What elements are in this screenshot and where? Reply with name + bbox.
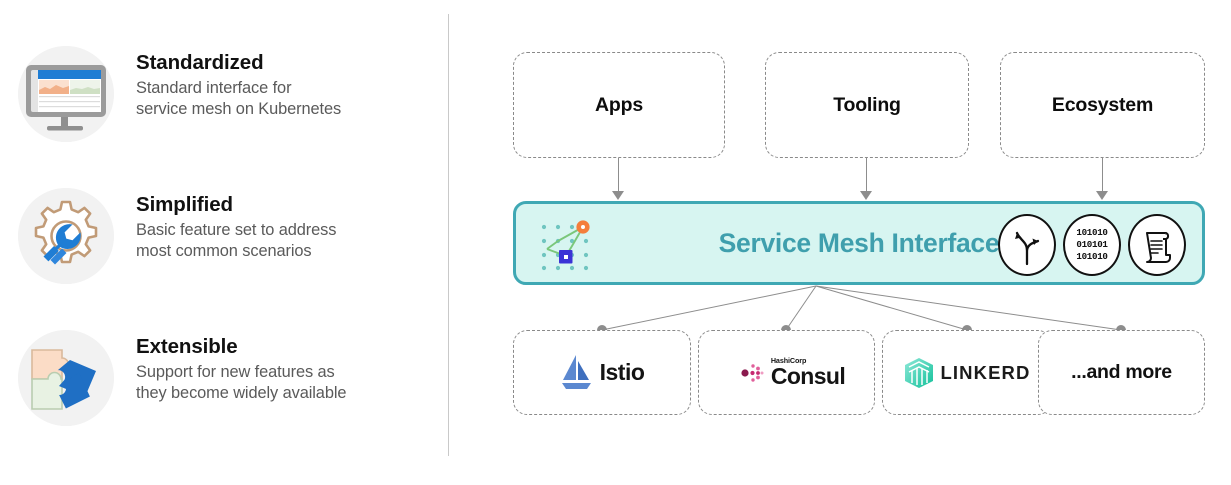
- arrow-apps-head: [612, 191, 624, 200]
- arrow-apps-to-bar: [618, 158, 620, 192]
- binary-lines: 101010 010101 101010: [1076, 227, 1108, 262]
- monitor-dashboard-icon: [18, 46, 114, 142]
- smi-capability-icons: 101010 010101 101010: [998, 214, 1186, 276]
- feature-description: Basic feature set to address most common…: [136, 220, 337, 261]
- box-apps[interactable]: Apps: [513, 52, 725, 158]
- box-ecosystem[interactable]: Ecosystem: [1000, 52, 1205, 158]
- arrow-tooling-head: [860, 191, 872, 200]
- feature-title: Extensible: [136, 335, 238, 358]
- feature-description: Standard interface for service mesh on K…: [136, 78, 342, 119]
- linkerd-logo-icon: [904, 357, 933, 388]
- binary-line-1: 101010: [1076, 227, 1108, 239]
- feature-title: Standardized: [136, 51, 264, 74]
- features-panel: Standardized Standard interface for serv…: [0, 0, 448, 485]
- consul-logo-group: HashiCorp Consul: [728, 355, 846, 391]
- feature-extensible-text: Extensible Support for new features as t…: [136, 330, 347, 405]
- consul-label: Consul: [770, 363, 846, 390]
- box-tooling[interactable]: Tooling: [765, 52, 969, 158]
- feature-standardized-text: Standardized Standard interface for serv…: [136, 46, 341, 121]
- binary-line-2: 010101: [1076, 239, 1108, 251]
- scroll-document-icon[interactable]: [1128, 214, 1186, 276]
- arrow-ecosystem-head: [1096, 191, 1108, 200]
- linkerd-logo-group: LINKERD: [904, 357, 1031, 389]
- feature-extensible: Extensible Support for new features as t…: [18, 330, 347, 426]
- gear-wrench-icon: [18, 188, 114, 284]
- consul-logo-icon: [730, 357, 764, 388]
- feature-standardized: Standardized Standard interface for serv…: [18, 46, 341, 142]
- box-linkerd[interactable]: LINKERD: [882, 330, 1052, 415]
- feature-description: Support for new features as they become …: [136, 362, 347, 403]
- traffic-split-icon[interactable]: [998, 214, 1056, 276]
- arrow-ecosystem-to-bar: [1102, 158, 1104, 192]
- puzzle-pieces-icon: [18, 330, 114, 426]
- box-istio[interactable]: Istio: [513, 330, 691, 415]
- istio-label: Istio: [599, 359, 645, 385]
- feature-simplified: Simplified Basic feature set to address …: [18, 188, 336, 284]
- box-tooling-label: Tooling: [833, 93, 901, 116]
- binary-data-icon[interactable]: 101010 010101 101010: [1063, 214, 1121, 276]
- vertical-divider: [448, 14, 449, 456]
- smi-architecture-diagram: Apps Tooling Ecosystem: [448, 0, 1231, 485]
- box-consul[interactable]: HashiCorp Consul: [698, 330, 875, 415]
- feature-simplified-text: Simplified Basic feature set to address …: [136, 188, 336, 263]
- consul-wordmark: HashiCorp Consul: [770, 355, 846, 390]
- service-mesh-interface-bar[interactable]: Service Mesh Interface 101010 010101 101…: [513, 201, 1205, 285]
- arrow-tooling-to-bar: [866, 158, 868, 192]
- and-more-label: ...and more: [1071, 361, 1172, 383]
- smi-logo-icon: [541, 220, 590, 271]
- consul-vendor-label: HashiCorp: [770, 355, 807, 365]
- binary-line-3: 101010: [1076, 250, 1108, 262]
- box-and-more[interactable]: ...and more: [1038, 330, 1205, 415]
- smi-bar-title: Service Mesh Interface: [718, 227, 1000, 258]
- box-apps-label: Apps: [595, 93, 643, 116]
- feature-title: Simplified: [136, 193, 233, 216]
- box-ecosystem-label: Ecosystem: [1051, 93, 1154, 116]
- linkerd-label: LINKERD: [940, 361, 1031, 383]
- istio-logo-group: Istio: [560, 353, 645, 393]
- istio-sail-icon: [561, 354, 591, 389]
